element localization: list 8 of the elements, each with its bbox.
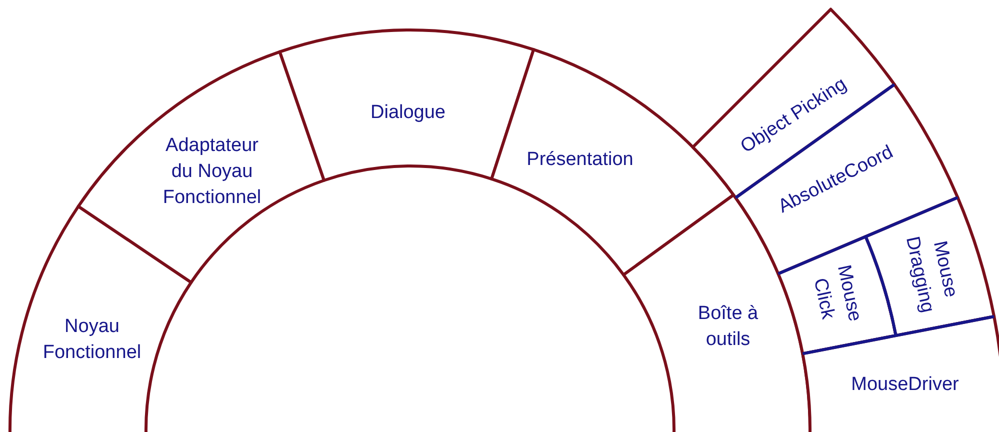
segment-label: Présentation (510, 147, 650, 173)
segment-label: MouseDriver (830, 372, 980, 398)
segment-label: Mouse Click (803, 256, 869, 336)
segment-label: Mouse Dragging (897, 222, 967, 322)
segment-label: Noyau Fonctionnel (27, 314, 157, 366)
segment-label: Adaptateur du Noyau Fonctionnel (154, 133, 270, 211)
segment-label: Dialogue (348, 100, 468, 126)
segment-label: Boîte à outils (688, 301, 768, 353)
